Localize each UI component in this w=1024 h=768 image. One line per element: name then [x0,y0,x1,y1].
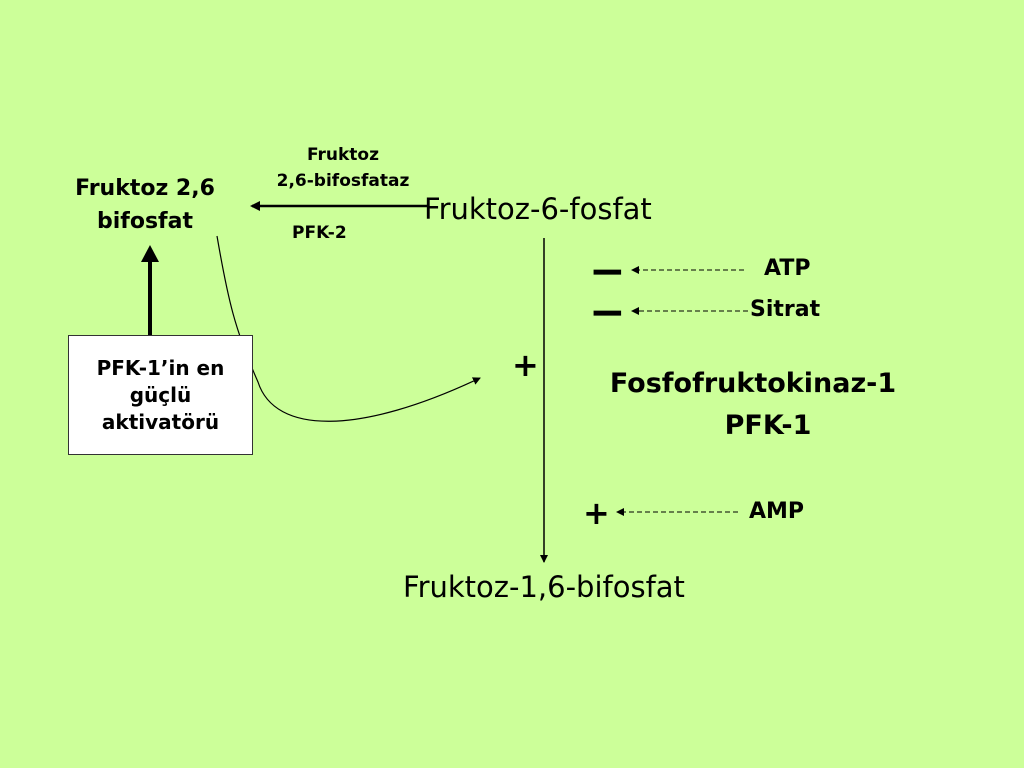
amp-effect-sign: + [583,494,610,532]
f6p-label: Fruktoz-6-fosfat [424,192,652,226]
f16bp-label: Fruktoz-1,6-bifosfat [403,570,685,604]
atp-label: ATP [764,256,811,281]
f26bp-effect-sign: + [512,346,539,384]
phosphatase-label: Fruktoz 2,6-bifosfataz [276,145,410,191]
pfk1-abbr-label: PFK-1 [724,410,812,441]
amp-label: AMP [749,499,805,524]
f26bp-activation-curve [216,235,481,422]
box-to-f26bp-arrowhead [141,245,159,262]
pfk1-name-label: Fosfofruktokinaz-1 [609,368,897,399]
activator-box: PFK-1’in en güçlü aktivatörü [68,335,253,455]
atp-effect-sign: − [589,246,626,297]
citrate-label: Sitrat [750,297,821,322]
pfk2-label: PFK-2 [292,223,347,243]
citrate-effect-sign: − [589,287,626,338]
f26bp-label: Fruktoz 2,6 bifosfat [75,176,215,234]
